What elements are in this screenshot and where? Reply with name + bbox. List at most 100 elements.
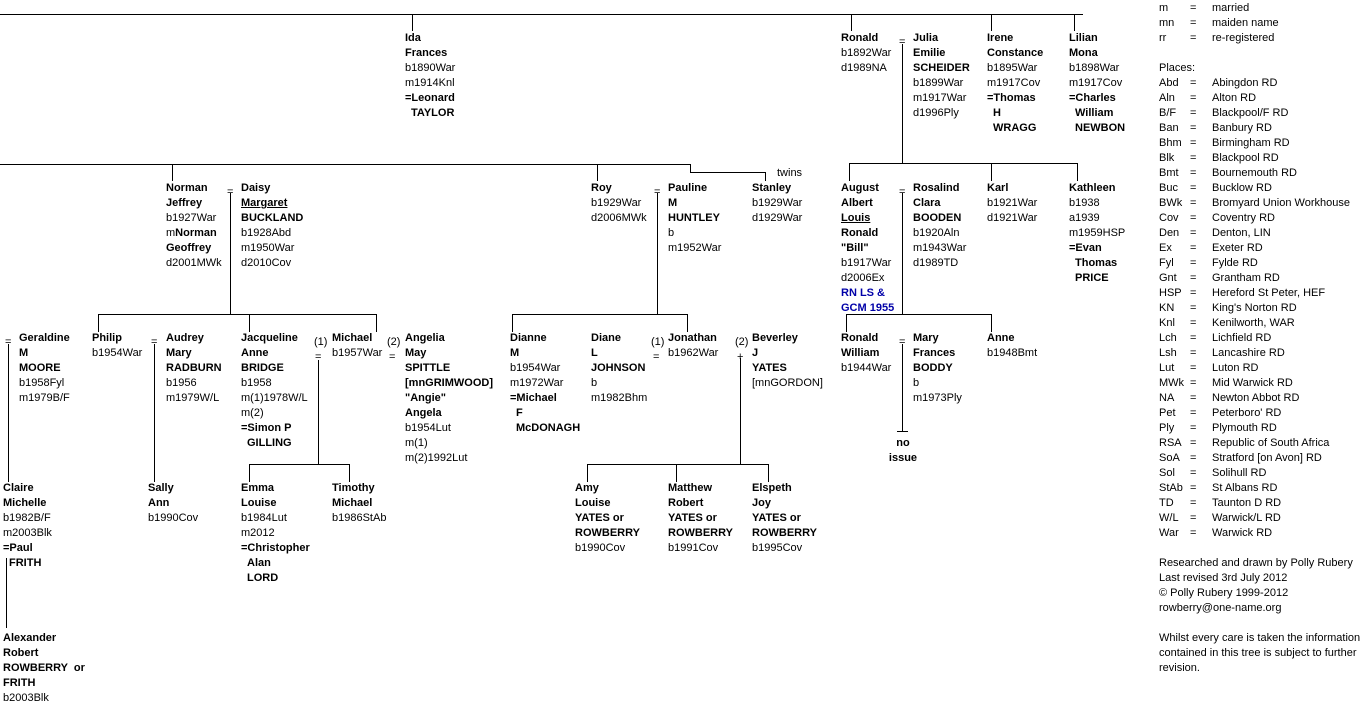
place-row-abbrev: Gnt <box>1159 272 1177 284</box>
abbrev-row: mn=maiden name <box>1159 16 1370 31</box>
drop-line <box>1077 163 1078 181</box>
place-row: StAb=St Albans RD <box>1159 481 1370 496</box>
drop-line <box>98 314 99 332</box>
place-row-abbrev: Abd <box>1159 77 1179 89</box>
drop-line <box>1074 14 1075 31</box>
place-row-equals: = <box>1190 407 1197 419</box>
place-row-meaning: Warwick/L RD <box>1212 512 1281 524</box>
person-ronald-sr: Ronald b1892War d1989NA <box>841 32 892 74</box>
place-row-meaning: Bucklow RD <box>1212 182 1272 194</box>
place-row-equals: = <box>1190 392 1197 404</box>
person-ronald-jr: Ronald William b1944War <box>841 332 892 374</box>
place-row-equals: = <box>1190 242 1197 254</box>
place-row-meaning: Warwick RD <box>1212 527 1273 539</box>
drop-line <box>597 164 598 181</box>
august-children-line <box>846 314 992 315</box>
place-row-abbrev: RSA <box>1159 437 1182 449</box>
place-row-meaning: Kenilworth, WAR <box>1212 317 1295 329</box>
place-row-equals: = <box>1190 437 1197 449</box>
place-row-meaning: Solihull RD <box>1212 467 1267 479</box>
jonathan-descent-line <box>740 358 741 465</box>
place-row-equals: = <box>1190 497 1197 509</box>
place-row-equals: = <box>1190 257 1197 269</box>
place-row: TD=Taunton D RD <box>1159 496 1370 511</box>
place-row: Knl=Kenilworth, WAR <box>1159 316 1370 331</box>
place-row-equals: = <box>1190 227 1197 239</box>
audrey-descent-line <box>154 344 155 482</box>
marriage-number: (1) <box>314 336 328 348</box>
place-row-equals: = <box>1190 467 1197 479</box>
place-row-equals: = <box>1190 92 1197 104</box>
place-row: HSP=Hereford St Peter, HEF <box>1159 286 1370 301</box>
place-row: KN=King's Norton RD <box>1159 301 1370 316</box>
place-row-abbrev: Ex <box>1159 242 1172 254</box>
place-row: MWk=Mid Warwick RD <box>1159 376 1370 391</box>
place-row-meaning: Coventry RD <box>1212 212 1275 224</box>
place-row-meaning: Alton RD <box>1212 92 1257 104</box>
place-row-abbrev: B/F <box>1159 107 1177 119</box>
abbrev-row-abbrev: rr <box>1159 32 1167 44</box>
drop-line <box>376 314 377 332</box>
place-row-equals: = <box>1190 107 1197 119</box>
place-row-abbrev: Ply <box>1159 422 1175 434</box>
place-row-equals: = <box>1190 377 1197 389</box>
person-anne: Anne b1948Bmt <box>987 332 1038 359</box>
ronald-descent-line <box>902 44 903 164</box>
marriage-sign: = <box>899 36 906 48</box>
drop-line <box>349 464 350 482</box>
place-row: SoA = Stratford [on Avon] RD <box>1159 451 1370 466</box>
person-lilian: Lilian Mona b1898War m1917Cov =Charles W… <box>1069 32 1126 134</box>
person-amy: Amy Louise YATES or ROWBERRY b1990Cov <box>575 482 640 554</box>
person-emma: Emma Louise b1984Lut m2012 =Christopher … <box>241 482 310 584</box>
person-rosalind: Rosalind Clara BOODEN b1920Aln m1943War … <box>913 182 967 269</box>
person-jonathan: Jonathan b1962War <box>668 332 719 359</box>
person-geraldine: Geraldine M MOORE b1958Fyl m1979B/F <box>19 332 70 404</box>
place-row-abbrev: Buc <box>1159 182 1178 194</box>
person-matthew: Matthew Robert YATES or ROWBERRY b1991Co… <box>668 482 733 554</box>
place-row-abbrev: Sol <box>1159 467 1175 479</box>
credit-line: © Polly Rubery 1999-2012 <box>1159 587 1289 599</box>
abbrev-row-equals: = <box>1190 17 1197 29</box>
credit-line: Last revised 3rd July 2012 <box>1159 572 1288 584</box>
place-row-meaning: Fylde RD <box>1212 257 1258 269</box>
place-row-abbrev: Bmt <box>1159 167 1179 179</box>
place-row-abbrev: KN <box>1159 302 1175 314</box>
norman-descent-line <box>230 193 231 315</box>
place-row-meaning: Grantham RD <box>1212 272 1280 284</box>
place-row-abbrev: SoA <box>1159 452 1180 464</box>
place-row-equals: = <box>1190 527 1197 539</box>
marriage-sign: = <box>654 186 661 198</box>
place-row: Pet=Peterboro' RD <box>1159 406 1370 421</box>
marriage-sign: = <box>151 336 158 348</box>
person-beverley: Beverley J YATES [mnGORDON] <box>752 332 823 389</box>
abbrev-row: rr=re-registered <box>1159 31 1370 46</box>
place-row-equals: = <box>1190 452 1197 464</box>
marriage-number: (1) <box>651 336 665 348</box>
place-row-equals: = <box>1190 347 1197 359</box>
person-philip: Philip b1954War <box>92 332 143 359</box>
place-row-abbrev: Lch <box>1159 332 1177 344</box>
person-norman: Norman Jeffrey b1927War mNorman Geoffrey… <box>166 182 222 269</box>
place-row-equals: = <box>1190 482 1197 494</box>
person-michael: Michael b1957War <box>332 332 383 359</box>
marriage-sign: = <box>5 336 12 348</box>
place-row-abbrev: StAb <box>1159 482 1183 494</box>
abbrev-row-meaning: married <box>1212 2 1250 14</box>
place-row-meaning: Mid Warwick RD <box>1212 377 1293 389</box>
place-row: Abd=Abingdon RD <box>1159 76 1370 91</box>
drop-line <box>849 163 850 181</box>
place-row: BWk=Bromyard Union Workhouse <box>1159 196 1370 211</box>
place-row-meaning: Stratford [on Avon] RD <box>1212 452 1322 464</box>
place-row-meaning: Lichfield RD <box>1212 332 1272 344</box>
place-row-equals: = <box>1190 212 1197 224</box>
person-irene: Irene Constance b1895War m1917Cov =Thoma… <box>987 32 1044 134</box>
credit-line: rowberry@one-name.org <box>1159 602 1282 614</box>
person-julia: Julia Emilie SCHEIDER b1899War m1917War … <box>913 32 970 119</box>
abbrev-row: m=married <box>1159 1 1370 16</box>
drop-line <box>851 14 852 31</box>
disclaimer: Whilst every care is taken the informati… <box>1159 632 1361 674</box>
place-row-meaning: Bromyard Union Workhouse <box>1212 197 1350 209</box>
